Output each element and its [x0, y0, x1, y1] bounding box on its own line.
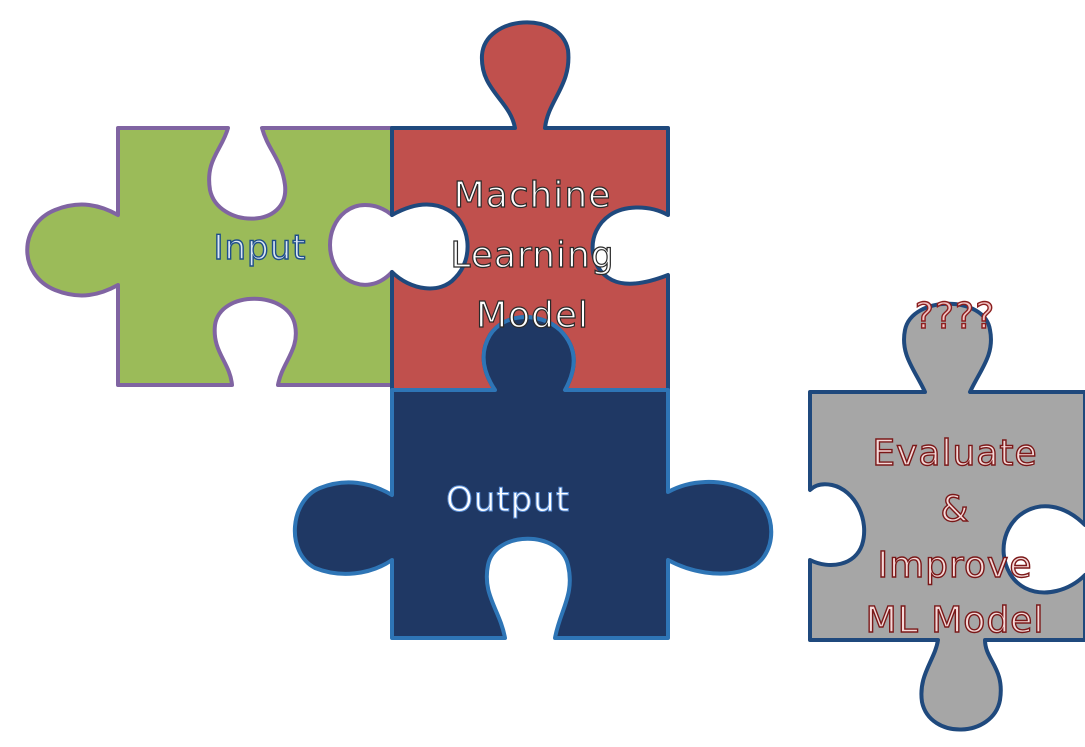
machine-learning-model-label: Machine Learning Model [450, 174, 615, 336]
evaluate-improve-label: Evaluate & Improve ML Model [865, 432, 1045, 642]
puzzle-piece-ml [390, 20, 670, 392]
puzzle-piece-input [25, 126, 394, 387]
input-label: Input [213, 227, 307, 268]
output-label: Output [445, 479, 571, 520]
question-marks-label: ???? [914, 295, 996, 337]
puzzle-piece-output [292, 315, 774, 640]
